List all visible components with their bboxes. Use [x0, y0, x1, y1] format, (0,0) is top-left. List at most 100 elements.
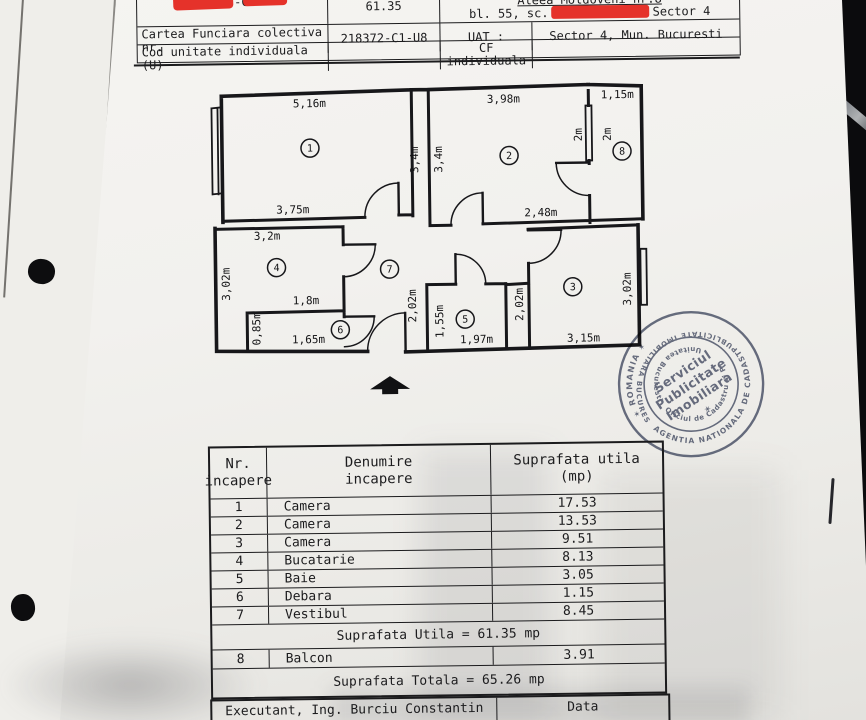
scan-smudge — [420, 450, 550, 720]
cell-name: Baie — [267, 567, 492, 588]
label-cod-unitate: Cod unitate individuala (U) — [141, 43, 308, 72]
address-block: bl. 55, sc. Sector 4 — [468, 3, 711, 21]
redaction-mark — [551, 4, 650, 19]
floor-plan-drawing: 5,16m 3,75m 3,4m 3,98m 3,4m 2,48m 1,15m … — [210, 82, 648, 395]
dim-label: 2m — [601, 127, 614, 141]
col-header-nr-line2: incapere — [204, 472, 273, 490]
room-number-5: 5 — [455, 309, 475, 329]
dim-label: 1,97m — [460, 333, 494, 346]
col-header-nr-line1: Nr. — [225, 455, 251, 472]
dim-label: 1,55m — [433, 304, 446, 338]
room-number-6: 6 — [330, 320, 351, 340]
cell-nr: 5 — [235, 572, 244, 588]
dim-label: 3,98m — [487, 92, 521, 105]
dim-label: 5,16m — [293, 97, 327, 110]
dim-label: 2m — [572, 128, 585, 142]
room-number-4: 4 — [266, 257, 287, 278]
header-table: -C 61.35 Aleea Moldoveni nr.8 bl. 55, sc… — [135, 0, 741, 73]
svg-text:8: 8 — [619, 147, 625, 158]
official-stamp: ✶ ROMANIA ✶ PUBLICITATE IMOBILIARA BUCUR… — [601, 301, 776, 468]
svg-text:4: 4 — [273, 263, 279, 274]
svg-text:7: 7 — [386, 265, 392, 276]
scan-shadow — [330, 688, 750, 720]
cell-name: Camera — [266, 513, 491, 534]
col-header-suprafata-line2: (mp) — [559, 468, 594, 485]
cell-area: 3.05 — [491, 565, 664, 585]
cell-nr: 2 — [234, 518, 243, 534]
redaction-mark — [242, 0, 288, 7]
cell-area: 17.53 — [490, 493, 663, 513]
col-header-suprafata: Suprafata utila(mp) — [489, 442, 663, 495]
data-cell: Data — [496, 695, 669, 720]
svg-text:2: 2 — [506, 151, 512, 162]
col-header-denumire-line2: incapere — [344, 470, 413, 488]
cell-area: 8.45 — [491, 601, 665, 621]
svg-text:1: 1 — [307, 144, 313, 155]
floor-plan: 5,16m 3,75m 3,4m 3,98m 3,4m 2,48m 1,15m … — [191, 77, 661, 403]
dim-label: 2,48m — [524, 206, 558, 219]
room-number-1: 1 — [300, 138, 320, 158]
cell-area: 3.91 — [492, 644, 665, 665]
dim-label: 2,02m — [513, 287, 526, 321]
dim-label: 1,15m — [601, 88, 635, 101]
cell-name: Debara — [267, 585, 492, 606]
dim-label: 3,15m — [567, 331, 601, 344]
header-cell-area: 61.35 — [326, 0, 440, 24]
cell-name: Camera — [266, 495, 491, 516]
room-number-3: 3 — [563, 276, 583, 297]
cell-area: 13.53 — [490, 511, 663, 531]
dim-label: 1,8m — [293, 294, 320, 307]
cell-name: Balcon — [268, 646, 493, 668]
dim-label: 3,2m — [254, 230, 281, 243]
cell-name: Vestibul — [267, 603, 493, 624]
scan-shadow — [0, 640, 260, 720]
dim-label: 3,75m — [276, 203, 310, 216]
window-marks — [210, 104, 648, 306]
entrance-arrow-icon — [370, 376, 411, 395]
stamp-star: ✶ — [702, 404, 714, 417]
room-number-2: 2 — [499, 145, 519, 166]
address-block-prefix: bl. 55, sc. — [468, 5, 549, 21]
address-sector: Sector 4 — [652, 3, 711, 19]
cell-area: 9.51 — [491, 529, 664, 549]
col-header-suprafata-line1: Suprafata utila — [513, 450, 640, 469]
total-row: Suprafata Totala = 65.26 mp — [212, 662, 666, 698]
door-leaves — [342, 161, 591, 353]
dim-label: 3,4m — [432, 146, 445, 173]
dim-label: 1,65m — [292, 333, 326, 346]
value-cf-individuala — [531, 37, 740, 69]
svg-text:3: 3 — [570, 282, 576, 293]
redaction-mark — [172, 0, 234, 11]
value-cod-unitate — [327, 41, 440, 72]
svg-text:6: 6 — [337, 325, 343, 336]
cell-area: 8.13 — [491, 547, 664, 567]
stamp-inner-ring — [643, 336, 739, 432]
col-header-nr: Nr.incapere — [205, 448, 273, 499]
stamp-outer-ring — [617, 310, 765, 458]
stamp-drawing: ✶ ROMANIA ✶ PUBLICITATE IMOBILIARA BUCUR… — [601, 307, 776, 468]
cell-nr: 4 — [235, 554, 244, 570]
cell-nr: 6 — [235, 590, 244, 606]
plan-walls-outer — [213, 82, 645, 354]
dim-label: 0,85m — [250, 312, 263, 346]
cell-area: 1.15 — [491, 583, 664, 603]
dim-label: 3,4m — [408, 146, 421, 173]
cell-nr: 1 — [234, 500, 243, 516]
dim-label: 3,02m — [621, 272, 634, 306]
door-arcs — [342, 162, 591, 353]
cell-name: Bucatarie — [267, 549, 492, 570]
col-header-denumire-line1: Denumire — [344, 453, 413, 471]
header-cell-cf-number: -C — [137, 0, 327, 26]
header-cell-address: Aleea Moldoveni nr.8 bl. 55, sc.Sector 4 — [438, 0, 740, 23]
dim-label: 2,02m — [406, 289, 419, 323]
scan-smudge — [600, 470, 780, 720]
svg-text:5: 5 — [462, 315, 468, 326]
room-number-8: 8 — [612, 141, 632, 161]
cell-nr: 8 — [236, 651, 245, 667]
room-number-7: 7 — [379, 259, 400, 279]
